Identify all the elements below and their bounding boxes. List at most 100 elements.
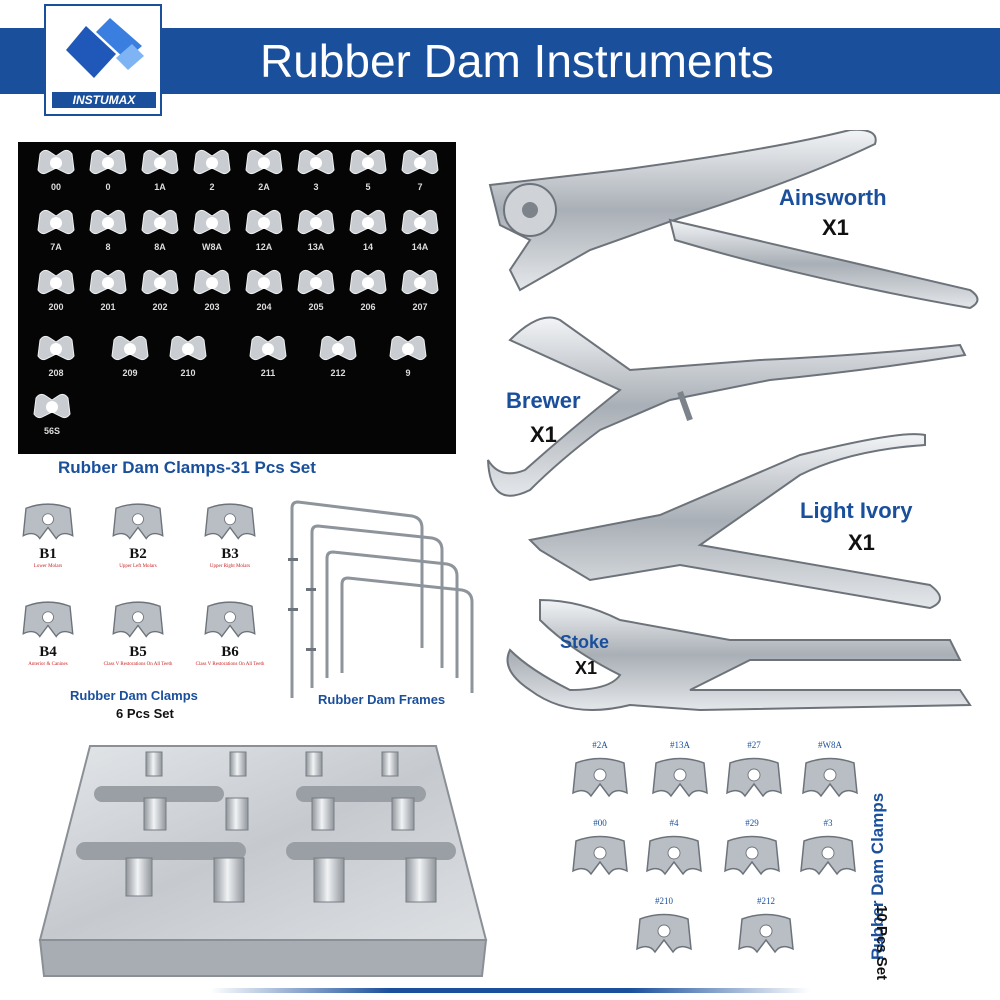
board-clamp-label: 00 — [50, 182, 61, 192]
board-clamp-label: 1A — [154, 182, 166, 192]
board-clamp — [36, 206, 76, 238]
board-clamp-label: 2A — [258, 182, 270, 192]
board-clamp — [248, 332, 288, 364]
board-clamp-label: 3 — [313, 182, 319, 192]
small-clamp-desc: Upper Right Molars — [209, 564, 251, 569]
board-clamp — [400, 146, 440, 178]
small-clamp — [108, 598, 168, 642]
board-clamp — [192, 206, 232, 238]
board-clamp — [244, 266, 284, 298]
ten-clamp — [644, 830, 704, 882]
ten-clamp-label: #00 — [593, 818, 607, 828]
board-clamp — [296, 266, 336, 298]
board-clamp-label: 0 — [105, 182, 111, 192]
light-ivory-forceps-icon — [527, 433, 941, 610]
board-clamp-label: 2 — [209, 182, 215, 192]
ainsworth-qty: X1 — [822, 215, 849, 240]
board-clamp-label: 8 — [105, 242, 111, 252]
board-clamp — [348, 146, 388, 178]
small-clamp — [200, 598, 260, 642]
board-clamp — [168, 332, 208, 364]
small-set-caption: Rubber Dam Clamps — [70, 688, 198, 703]
ten-clamp-label: #2A — [592, 740, 608, 750]
board-clamp — [192, 266, 232, 298]
stoke-forceps-icon — [506, 598, 972, 712]
ten-clamp-label: #29 — [745, 818, 759, 828]
light-ivory-label: Light Ivory — [800, 498, 913, 523]
ten-clamp-label: #13A — [670, 740, 690, 750]
small-clamp — [18, 500, 78, 544]
ten-clamp-label: #210 — [655, 896, 673, 906]
board-clamp-label: 201 — [100, 302, 116, 312]
board-clamp — [88, 266, 128, 298]
board-clamp-label: 202 — [152, 302, 168, 312]
board-clamp — [318, 332, 358, 364]
clamp-board-caption: Rubber Dam Clamps-31 Pcs Set — [58, 458, 316, 477]
board-clamp — [32, 390, 72, 422]
frames-caption: Rubber Dam Frames — [318, 692, 446, 707]
board-clamp-label: 14 — [362, 242, 373, 252]
small-clamp-name: B3 — [221, 546, 239, 562]
board-clamp-label: 56S — [43, 426, 60, 436]
board-clamp-label: 206 — [360, 302, 376, 312]
brewer-label: Brewer — [506, 388, 581, 413]
small-clamp-name: B5 — [129, 644, 147, 660]
board-clamp-label: 13A — [307, 242, 325, 252]
board-clamp-label: 7 — [417, 182, 423, 192]
board-clamp — [296, 146, 336, 178]
board-clamp — [296, 206, 336, 238]
board-clamp — [348, 206, 388, 238]
footer-line — [210, 988, 810, 993]
board-clamp-label: 205 — [308, 302, 324, 312]
small-clamp-desc: Upper Left Molars — [119, 564, 157, 569]
board-clamp — [36, 332, 76, 364]
ten-clamp — [800, 752, 860, 804]
small-clamp-name: B2 — [129, 546, 147, 562]
ten-clamp-label: #4 — [669, 818, 679, 828]
board-clamp — [388, 332, 428, 364]
small-clamp-name: B4 — [39, 644, 57, 660]
small-clamp-desc: Anterior & Canines — [28, 662, 68, 667]
small-set-subcaption: 6 Pcs Set — [116, 706, 174, 721]
board-clamp — [400, 206, 440, 238]
board-clamp — [88, 146, 128, 178]
ten-clamp — [650, 752, 710, 804]
board-clamp-label: 14A — [411, 242, 429, 252]
board-clamp — [110, 332, 150, 364]
board-clamp — [88, 206, 128, 238]
small-clamp-name: B6 — [221, 644, 239, 660]
board-clamp — [140, 146, 180, 178]
board-clamp-label: 12A — [255, 242, 273, 252]
board-clamp — [244, 206, 284, 238]
small-clamp-desc: Class V Restorations On All Teeth — [103, 662, 173, 667]
stoke-qty: X1 — [575, 658, 598, 678]
diamond-logo-icon — [66, 18, 144, 78]
ten-clamp-label: #W8A — [818, 740, 842, 750]
board-clamp-label: 8A — [154, 242, 166, 252]
board-clamp — [192, 146, 232, 178]
board-clamp — [140, 206, 180, 238]
brewer-qty: X1 — [530, 422, 557, 447]
ten-clamp — [634, 908, 694, 960]
clamp-stand-tray — [38, 745, 488, 977]
board-clamp — [36, 266, 76, 298]
board-clamp-label: 204 — [256, 302, 272, 312]
brand-logo: INSTUMAX — [44, 4, 162, 116]
board-clamp-label: 207 — [412, 302, 428, 312]
ten-clamp — [724, 752, 784, 804]
brand-name: INSTUMAX — [52, 92, 156, 108]
small-clamp — [18, 598, 78, 642]
board-clamp — [244, 146, 284, 178]
ainsworth-label: Ainsworth — [779, 185, 887, 210]
brewer-forceps-icon — [487, 316, 967, 497]
board-clamp-label: 208 — [48, 368, 64, 378]
ten-clamp-label: #212 — [757, 896, 775, 906]
board-clamp-label: 5 — [365, 182, 371, 192]
board-clamp — [400, 266, 440, 298]
ten-clamp — [570, 830, 630, 882]
board-clamp-label: 9 — [405, 368, 411, 378]
small-clamp-desc: Class V Restorations On All Teeth — [195, 662, 265, 667]
